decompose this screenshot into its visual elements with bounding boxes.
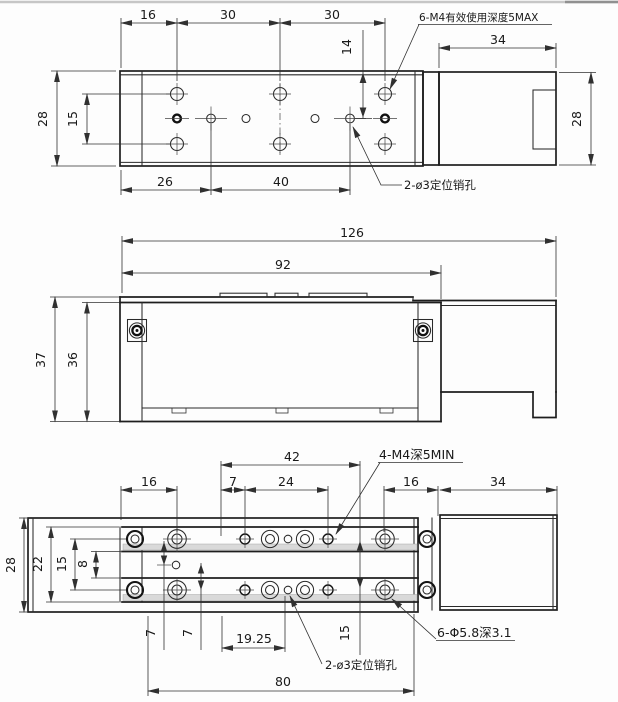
- counter-hole: [371, 113, 399, 124]
- dim-28-left: 28: [35, 111, 50, 127]
- dim-16-left: 16: [141, 474, 157, 489]
- bottom-view-annotations: 4-M4深5MIN 6-Φ5.8深3.1 2-ø3定位销孔: [289, 447, 515, 672]
- dim-8: 8: [75, 560, 90, 568]
- dim-16: 16: [140, 7, 156, 22]
- counterbore-hole: [417, 529, 437, 549]
- dim-126: 126: [340, 225, 364, 240]
- dim-19-25: 19.25: [236, 631, 272, 646]
- dim-80: 80: [275, 674, 291, 689]
- dim-15-right-bottom: 15: [337, 625, 352, 641]
- pin-hole: [283, 534, 293, 544]
- sensor-dog: [308, 292, 368, 298]
- bottom-view-outline: [27, 514, 558, 613]
- note-counterbore: 6-Φ5.8深3.1: [437, 625, 512, 640]
- dim-34: 34: [490, 32, 506, 47]
- dim-7-a: 7: [143, 629, 158, 637]
- dim-30a: 30: [220, 7, 236, 22]
- dim-7-top: 7: [229, 474, 237, 489]
- top-view-dimensions: 16 30 30 14 34 28 28 15 26 40: [35, 7, 596, 195]
- dim-36: 36: [65, 352, 80, 368]
- through-hole: [241, 113, 251, 124]
- pin-hole: [171, 560, 181, 570]
- note-m4-depth: 4-M4深5MIN: [379, 447, 454, 462]
- dim-22: 22: [30, 556, 45, 572]
- dim-37: 37: [33, 352, 48, 368]
- dim-34-bottom: 34: [490, 474, 506, 489]
- pin-hole: [283, 585, 293, 595]
- dim-28-right: 28: [569, 111, 584, 127]
- dim-40: 40: [273, 174, 289, 189]
- dim-7-b: 7: [180, 629, 195, 637]
- dim-16-right: 16: [403, 474, 419, 489]
- motor-block-bottom-view: [439, 514, 558, 611]
- bottom-view-dimensions: 42 16 7 24 16 34 28 22 15 8 7 7: [3, 449, 558, 696]
- through-hole: [310, 113, 320, 124]
- dim-26: 26: [157, 174, 173, 189]
- bearing-screw: [414, 321, 432, 340]
- table-bottom: [27, 517, 419, 613]
- front-view-outline: [119, 292, 557, 423]
- bottom-view-holes: [125, 525, 437, 604]
- dim-92: 92: [275, 257, 291, 272]
- counterbore-hole: [417, 580, 437, 600]
- front-view: 126 92 37 36: [33, 225, 557, 423]
- dim-15-left-bottom: 15: [54, 556, 69, 572]
- guide-rail: [122, 594, 418, 601]
- sensor-dog: [219, 292, 268, 298]
- top-view-outline: [119, 70, 557, 167]
- m4-hole: [373, 82, 397, 106]
- motor-connector: [532, 89, 557, 150]
- dim-15: 15: [65, 111, 80, 127]
- note-pin-holes: 2-ø3定位销孔: [404, 178, 476, 192]
- dim-24: 24: [278, 474, 294, 489]
- top-view: 16 30 30 14 34 28 28 15 26 40 6-M4有效使用深度…: [35, 7, 596, 195]
- bottom-view: 42 16 7 24 16 34 28 22 15 8 7 7: [3, 447, 558, 696]
- top-view-holes: [163, 82, 399, 156]
- bearing-screw: [128, 321, 146, 340]
- sensor-dog: [274, 292, 299, 298]
- dim-14: 14: [339, 39, 354, 55]
- motor-foot: [532, 391, 557, 419]
- note-thread-depth: 6-M4有效使用深度5MAX: [419, 11, 538, 24]
- front-view-dimensions: 126 92 37 36: [33, 225, 557, 423]
- guide-rail: [122, 543, 418, 551]
- dim-42: 42: [284, 449, 300, 464]
- note-pin-holes-bottom: 2-ø3定位销孔: [325, 658, 397, 672]
- m4-hole: [373, 132, 397, 156]
- dim-30b: 30: [324, 7, 340, 22]
- top-view-annotations: 6-M4有效使用深度5MAX 2-ø3定位销孔: [352, 11, 552, 192]
- dim-28-bottom: 28: [3, 557, 18, 573]
- counter-hole: [163, 113, 191, 124]
- motor-block-top-view: [438, 71, 557, 166]
